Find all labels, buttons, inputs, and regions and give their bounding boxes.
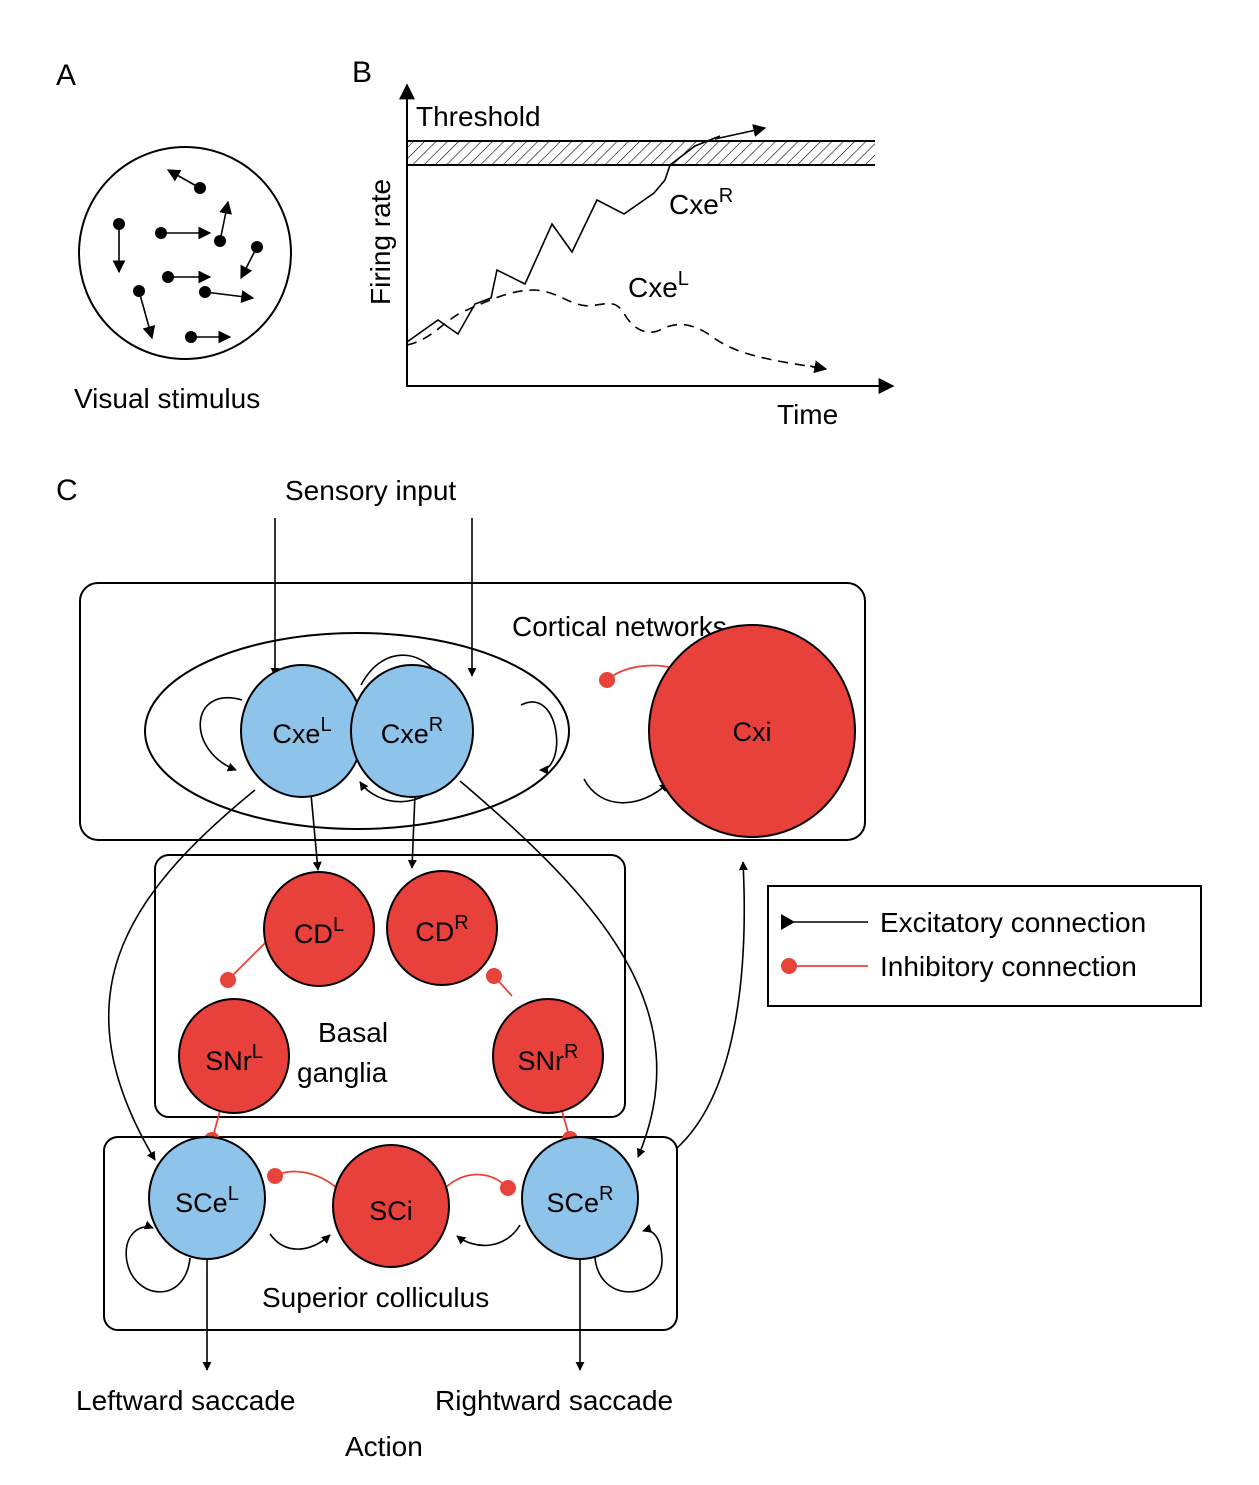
cxe-l-to-cd-l-edge: [310, 793, 322, 871]
excitatory-pool-ellipse: [144, 632, 570, 830]
cd-l-to-snr-l-edge: [220, 937, 271, 988]
dot-arrow: [112, 218, 126, 274]
pool-to-cxi-edge: [583, 778, 669, 804]
rightward-saccade-label: Rightward saccade: [435, 1385, 673, 1416]
basal-ganglia-label-1: Basal: [318, 1017, 388, 1048]
superior-colliculus-box: [103, 1136, 678, 1331]
stimulus-aperture: [78, 146, 292, 360]
action-label: Action: [345, 1431, 423, 1462]
cxe-l-to-sce-l-edge: [108, 789, 256, 1161]
panel-b-label: B: [352, 56, 372, 89]
dot-arrow: [133, 285, 156, 340]
legend: Excitatory connection Inhibitory connect…: [767, 885, 1202, 1007]
svg-text:SNrL: SNrL: [205, 1041, 263, 1076]
cd-r-to-snr-r-edge: [486, 968, 513, 997]
panel-b: B Threshold Firing rate Time CxeR CxeL: [352, 56, 895, 430]
svg-text:CDR: CDR: [415, 912, 468, 947]
sce-l-to-sci-edge: [269, 1233, 331, 1250]
sc-to-cortex-edge: [676, 861, 748, 1149]
cxe-l-trace-arrow: [809, 360, 828, 374]
legend-excitatory-arrow-icon: [781, 914, 795, 930]
legend-excitatory-label: Excitatory connection: [880, 907, 1146, 938]
legend-box: [767, 885, 1202, 1007]
superior-colliculus-label: Superior colliculus: [262, 1282, 489, 1313]
cxe-r-trace: [406, 135, 721, 343]
svg-text:CxeR: CxeR: [381, 714, 443, 749]
node-sce-r: SCeR: [521, 1136, 639, 1260]
svg-text:SCi: SCi: [369, 1196, 413, 1226]
cxe-r-trace-arrow: [714, 124, 767, 140]
node-snr-r: SNrR: [492, 998, 604, 1114]
dot-arrow: [155, 226, 212, 240]
svg-text:CxeL: CxeL: [272, 714, 331, 749]
panel-a: A Visual stimulus: [56, 59, 292, 414]
panel-c: C Sensory input Cortical networks Basal …: [56, 474, 1202, 1462]
svg-text:CDL: CDL: [294, 914, 344, 949]
sci-to-sce-l-edge: [267, 1168, 338, 1189]
node-snr-l: SNrL: [178, 998, 290, 1114]
basal-ganglia-label-2: ganglia: [297, 1057, 388, 1088]
sce-l-self-edge: [125, 1220, 191, 1293]
legend-inhibitory-dot-icon: [781, 958, 797, 974]
sci-to-sce-r-edge: [444, 1173, 516, 1196]
y-axis-label: Firing rate: [365, 179, 396, 305]
node-cd-r: CDR: [386, 870, 498, 986]
node-sce-l: SCeL: [148, 1136, 266, 1260]
dot-arrow: [240, 241, 263, 280]
snr-l-to-sce-l-edge: [204, 1110, 221, 1148]
cxe-r-self-edge: [520, 701, 558, 775]
dot-arrow: [166, 169, 206, 194]
svg-text:SCeL: SCeL: [175, 1183, 239, 1218]
sensory-input-label: Sensory input: [285, 475, 456, 506]
basal-ganglia-box: [154, 854, 626, 1118]
stimulus-caption: Visual stimulus: [74, 383, 260, 414]
dot-arrow: [199, 286, 255, 303]
sce-r-to-sci-edge: [456, 1224, 521, 1247]
cxe-l-trace: [406, 289, 821, 369]
cxe-l-trace-label: CxeL: [628, 268, 689, 303]
sce-r-self-edge: [594, 1224, 663, 1293]
cxe-l-self-edge: [199, 697, 243, 772]
node-cxe-l: CxeL: [240, 664, 364, 798]
dot-arrow: [214, 200, 233, 247]
x-axis-label: Time: [777, 399, 838, 430]
dot-arrow: [185, 330, 232, 344]
snr-r-to-sce-r-edge: [561, 1110, 578, 1147]
node-sci: SCi: [332, 1144, 450, 1268]
node-cxi: Cxi: [648, 624, 856, 838]
panel-c-label: C: [56, 474, 78, 507]
cxe-r-trace-label: CxeR: [669, 185, 733, 220]
cxe-r-to-cd-r-edge: [407, 793, 417, 869]
dot-arrow: [162, 270, 212, 284]
node-cxe-r: CxeR: [350, 664, 474, 798]
moving-dots: [112, 169, 263, 344]
svg-text:SNrR: SNrR: [518, 1041, 579, 1076]
svg-text:SCeR: SCeR: [547, 1183, 614, 1218]
cortical-networks-label: Cortical networks: [512, 611, 727, 642]
threshold-label: Threshold: [416, 101, 541, 132]
leftward-saccade-label: Leftward saccade: [76, 1385, 295, 1416]
legend-inhibitory-label: Inhibitory connection: [880, 951, 1137, 982]
panel-a-label: A: [56, 59, 76, 92]
svg-text:Cxi: Cxi: [733, 717, 772, 747]
cxe-r-to-sce-r-edge: [459, 780, 658, 1158]
threshold-band: [407, 141, 875, 165]
node-cd-l: CDL: [263, 871, 375, 987]
